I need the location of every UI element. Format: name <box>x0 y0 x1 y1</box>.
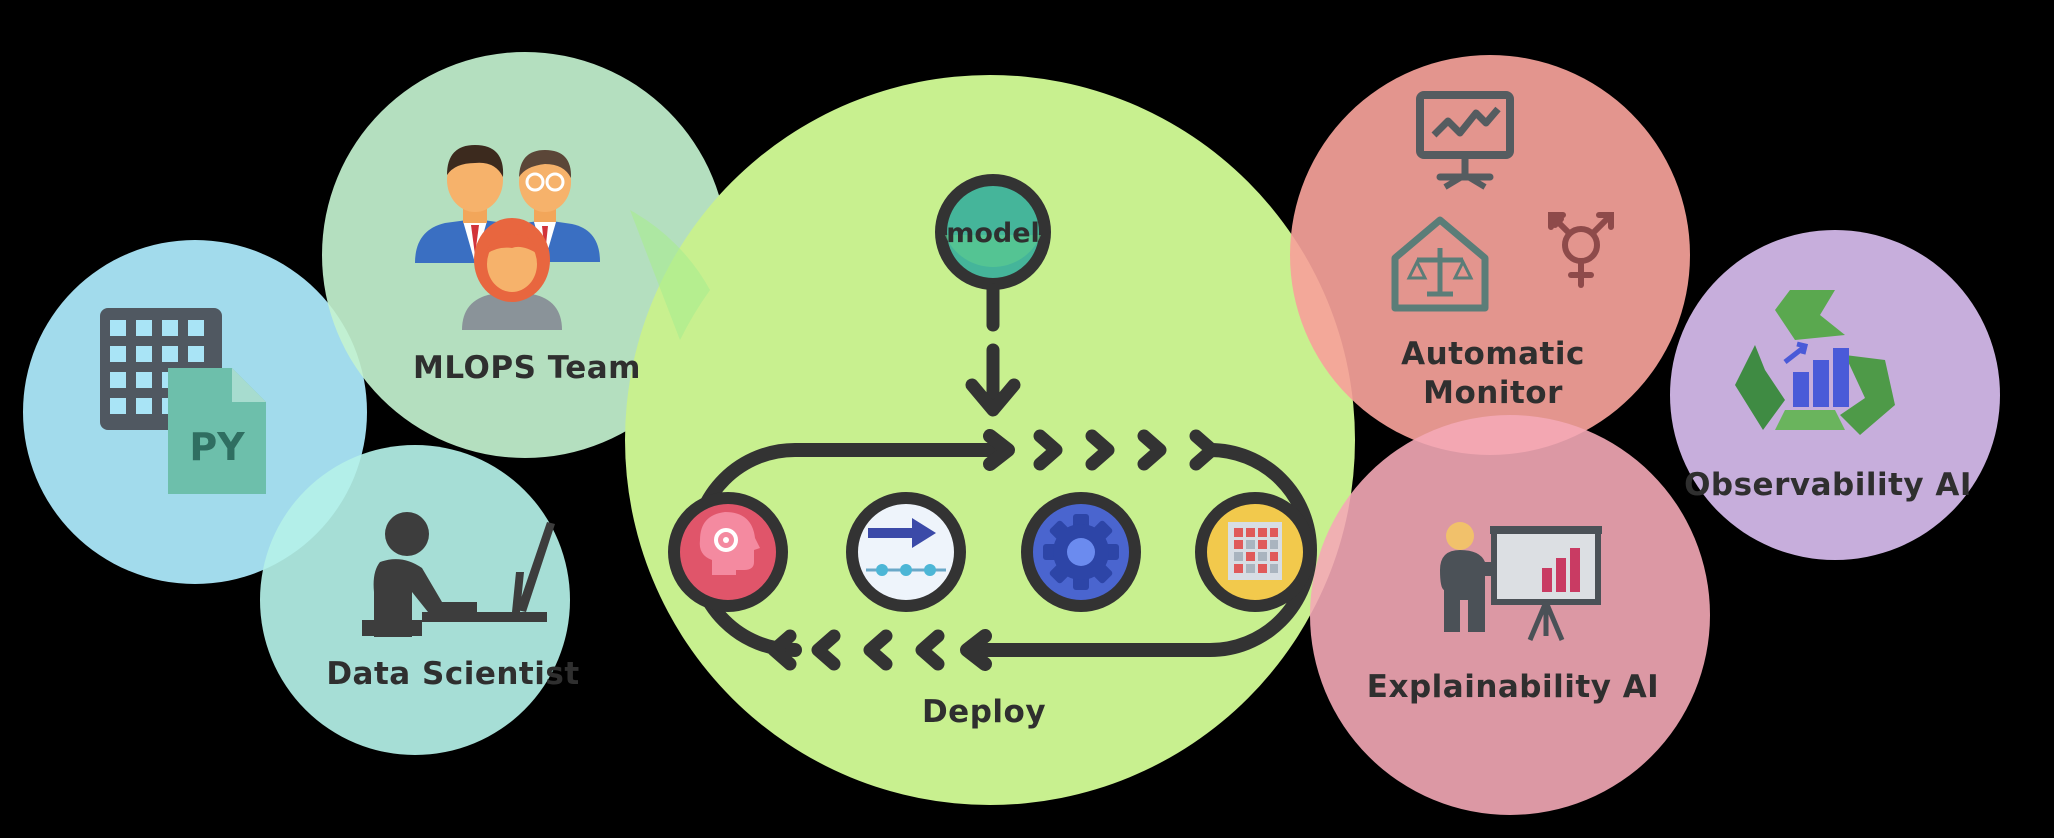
automatic-monitor-label-line2: Monitor <box>1423 375 1563 411</box>
data-scientist-icon <box>362 512 555 637</box>
presentation-chart-icon <box>1416 91 1514 190</box>
deploy-pipeline: model <box>668 174 1318 671</box>
observability-label: Observability AI <box>1684 467 1972 503</box>
gear-icon <box>1043 514 1119 590</box>
mlops-team-label: MLOPS Team <box>413 350 641 386</box>
automatic-monitor-label-line1: Automatic <box>1401 336 1585 372</box>
automatic-monitor-cluster <box>1290 55 1690 455</box>
recycle-chart-icon <box>1735 290 1895 435</box>
deploy-label: Deploy <box>922 694 1046 730</box>
svg-text:PY: PY <box>189 425 245 469</box>
python-file-icon: PY <box>168 368 266 494</box>
calendar-node <box>1195 492 1315 612</box>
data-scientist-label: Data Scientist <box>326 656 579 692</box>
explainability-label: Explainability AI <box>1367 669 1659 705</box>
balance-scale-icon <box>1391 216 1489 312</box>
presenter-icon <box>1440 522 1602 641</box>
model-node: model <box>935 174 1051 290</box>
brain-gear-node <box>668 492 788 612</box>
brain-gear-icon <box>699 512 760 575</box>
team-icon <box>415 145 600 330</box>
svg-text:model: model <box>946 218 1040 249</box>
data-scientist-cluster <box>260 445 570 755</box>
gear-node <box>1021 492 1141 612</box>
timeline-node <box>846 492 966 612</box>
explainability-cluster <box>1310 415 1710 815</box>
arrow-timeline-icon <box>866 518 946 576</box>
calendar-grid-icon <box>1228 522 1282 580</box>
gender-icon <box>1548 212 1614 288</box>
